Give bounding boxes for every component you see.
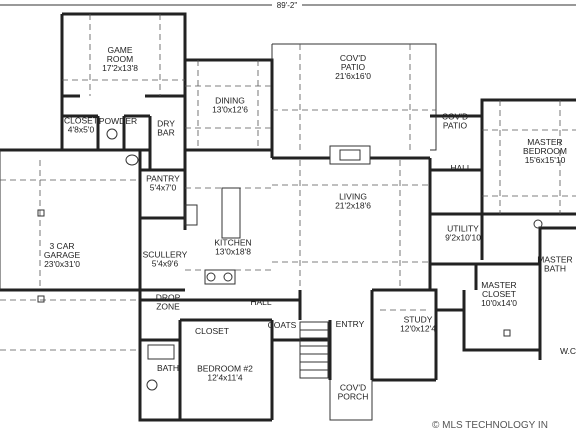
tub xyxy=(147,344,175,360)
room-label-bath: BATH xyxy=(157,363,179,373)
range xyxy=(184,204,198,226)
room-label-wc: W.C xyxy=(560,346,576,356)
room-label-powder: POWDER xyxy=(99,116,137,126)
walls xyxy=(0,12,576,422)
sink-counter xyxy=(204,269,236,285)
room-label-hall-right: HALL xyxy=(450,163,472,173)
bath-toilet xyxy=(146,379,158,391)
fixtures xyxy=(37,128,543,391)
kitchen-island xyxy=(221,187,241,239)
toilet xyxy=(106,128,118,140)
room-label-entry: ENTRY xyxy=(336,319,365,329)
room-label-hall-center: HALL xyxy=(250,297,272,307)
entry-stairs xyxy=(299,321,329,379)
watermark: © MLS TECHNOLOGY IN xyxy=(432,420,548,431)
powder-sink xyxy=(125,154,139,166)
room-label-coats: COATS xyxy=(268,320,297,330)
room-label-closet-bed2: CLOSET xyxy=(195,326,229,336)
master-fixture xyxy=(533,219,543,229)
overall-dimension: 89'-2" xyxy=(277,1,298,10)
